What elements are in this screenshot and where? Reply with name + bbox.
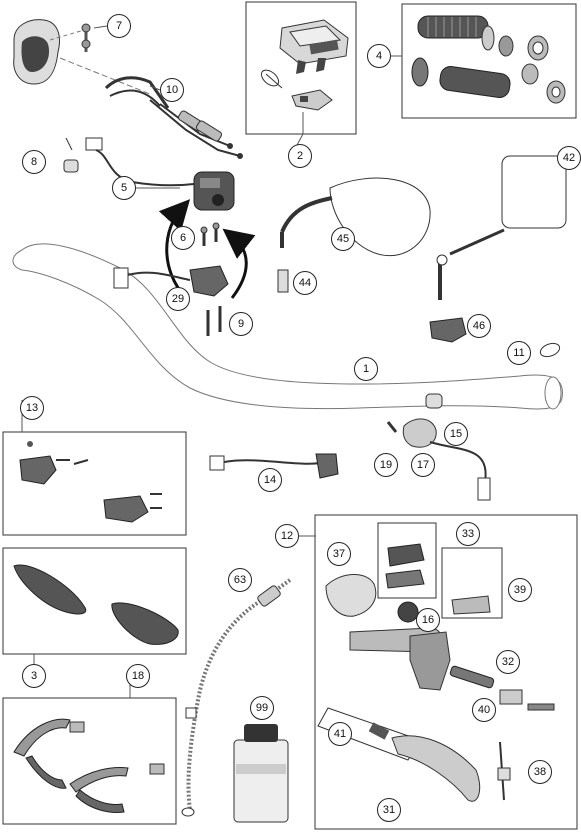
callout-10: 10 [160, 78, 184, 102]
callout-39: 39 [508, 578, 532, 602]
callout-45: 45 [331, 227, 355, 251]
fluid-bottle-99 [233, 724, 289, 823]
callout-18: 18 [126, 664, 150, 688]
callout-1: 1 [354, 357, 378, 381]
cable-14 [209, 453, 339, 479]
callout-40: 40 [472, 698, 496, 722]
callout-38: 38 [528, 760, 552, 784]
group-box-39 [441, 547, 503, 619]
group-box-12 [314, 514, 578, 830]
callout-31: 31 [377, 798, 401, 822]
group-box-33 [377, 522, 437, 599]
hand-guard-mounts-18 [13, 718, 165, 813]
callout-46: 46 [467, 314, 491, 338]
callout-8: 8 [22, 150, 46, 174]
group-box-2 [245, 1, 357, 135]
callout-6: 6 [171, 226, 195, 250]
clamp-29 [113, 265, 229, 336]
callout-42: 42 [557, 146, 581, 170]
switch-unit-2 [260, 19, 349, 134]
callout-9: 9 [229, 312, 253, 336]
callout-4: 4 [367, 44, 391, 68]
clamp-46 [429, 317, 467, 343]
callout-5: 5 [112, 176, 136, 200]
cable-tie-11 [539, 342, 561, 358]
clamp-8 [63, 137, 103, 173]
callout-3: 3 [22, 664, 46, 688]
callout-12: 12 [275, 524, 299, 548]
switch-parts-13 [19, 441, 162, 523]
group-box-18 [2, 697, 177, 825]
mirror-42 [436, 155, 567, 300]
mirror-45 [277, 177, 431, 293]
callout-19: 19 [374, 453, 398, 477]
callout-11: 11 [507, 341, 531, 365]
callout-37: 37 [327, 542, 351, 566]
hand-guards-3 [13, 564, 179, 645]
arrow-left [158, 199, 191, 300]
switch-15 [386, 393, 491, 501]
switch-5 [95, 149, 235, 211]
callout-16: 16 [416, 608, 440, 632]
callout-15: 15 [444, 422, 468, 446]
grips-4 [411, 15, 566, 104]
callout-2: 2 [288, 144, 312, 168]
callout-29: 29 [166, 287, 190, 311]
throttle-cables-10 [104, 76, 243, 159]
group-box-3 [2, 547, 187, 655]
callout-63: 63 [228, 568, 252, 592]
screws-6 [200, 222, 220, 246]
throttle-housing-7 [13, 19, 151, 95]
callout-7: 7 [107, 14, 131, 38]
callout-99: 99 [250, 696, 274, 720]
callout-41: 41 [328, 722, 352, 746]
callout-44: 44 [293, 271, 317, 295]
callout-33: 33 [456, 522, 480, 546]
callout-13: 13 [20, 396, 44, 420]
callout-14: 14 [258, 468, 282, 492]
callout-32: 32 [496, 650, 520, 674]
group-box-4 [401, 3, 577, 119]
callout-17: 17 [411, 453, 435, 477]
brake-pump-12 [317, 543, 555, 802]
arrow-right [222, 228, 256, 299]
brake-line-63 [181, 578, 292, 817]
group-box-13 [2, 431, 187, 536]
